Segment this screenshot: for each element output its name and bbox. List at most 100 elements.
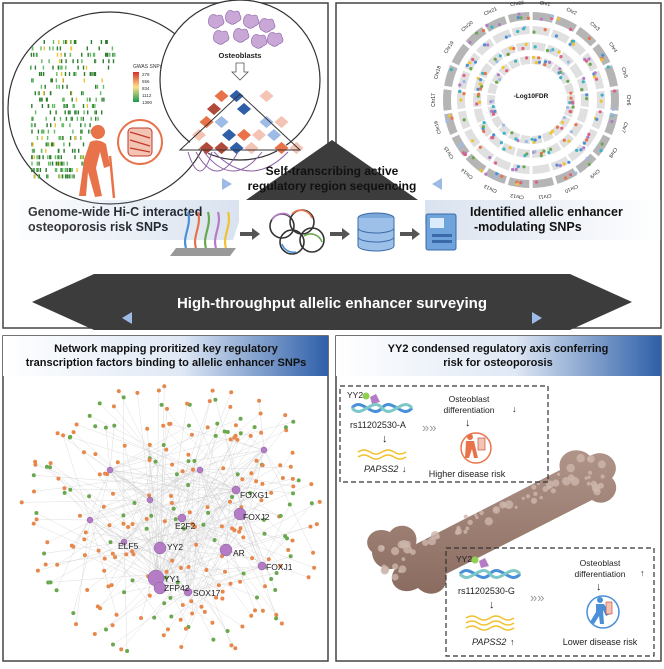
circos-point	[610, 113, 613, 116]
network-node	[201, 523, 205, 527]
snp-mark	[34, 155, 35, 159]
circos-point	[571, 101, 574, 104]
snp-mark	[88, 53, 89, 57]
snp-mark	[72, 174, 73, 178]
network-node	[148, 458, 152, 462]
network-node	[255, 459, 259, 463]
network-node	[239, 431, 243, 435]
snp-mark	[63, 104, 64, 108]
tf-hub-node	[232, 486, 240, 494]
snp-mark	[73, 104, 74, 108]
circos-point	[559, 164, 562, 167]
network-node	[162, 601, 166, 605]
snp-mark	[41, 98, 42, 102]
network-node	[68, 488, 72, 492]
circos-point	[563, 139, 566, 142]
network-node	[61, 433, 65, 437]
network-node	[309, 482, 313, 486]
circos-point	[583, 142, 586, 145]
network-node	[125, 649, 129, 653]
network-node	[68, 436, 72, 440]
circos-point	[613, 89, 616, 92]
snp-mark	[41, 149, 42, 153]
circos-point	[488, 156, 491, 159]
circos-point	[569, 110, 572, 113]
snp-mark	[106, 53, 107, 57]
network-node	[131, 578, 135, 582]
snp-mark	[31, 155, 32, 159]
network-node	[234, 423, 238, 427]
network-node	[223, 430, 227, 434]
network-node	[123, 444, 127, 448]
circos-point	[540, 18, 543, 21]
network-node	[278, 463, 282, 467]
network-node	[188, 510, 192, 514]
snp-mark	[80, 136, 81, 140]
snp-mark	[33, 78, 34, 82]
circos-point	[490, 136, 493, 139]
circos-point	[557, 17, 560, 20]
down-arrow-icon: ↓	[465, 417, 471, 429]
lower-risk-label: Lower disease risk	[563, 637, 638, 647]
network-node	[291, 491, 295, 495]
network-node	[186, 453, 190, 457]
network-node	[82, 450, 86, 454]
snp-mark	[84, 78, 85, 82]
snp-mark	[87, 104, 88, 108]
snp-mark	[102, 78, 103, 82]
snp-mark	[73, 72, 74, 76]
snp-mark	[93, 53, 94, 57]
network-node	[145, 527, 149, 531]
circos-point	[588, 37, 591, 40]
network-node	[168, 596, 172, 600]
bone-pore	[499, 502, 506, 509]
circos-point	[532, 30, 535, 33]
snp-mark	[37, 136, 38, 140]
circos-point	[510, 131, 513, 134]
network-node	[215, 422, 219, 426]
bone-pore	[455, 530, 460, 535]
circos-point	[479, 169, 482, 172]
network-node	[193, 459, 197, 463]
circos-point	[601, 142, 604, 145]
circos-point	[490, 110, 493, 113]
circos-point	[464, 153, 467, 156]
circos-point	[549, 132, 552, 135]
bone-pore	[587, 457, 591, 461]
top-left-label-band	[3, 200, 239, 240]
snp-mark	[59, 136, 60, 140]
circos-point	[548, 61, 551, 64]
network-node	[253, 608, 257, 612]
circos-point	[540, 154, 543, 157]
snp-mark	[58, 162, 59, 166]
circos-point	[512, 47, 515, 50]
snp-mark	[67, 162, 68, 166]
circos-point	[475, 31, 478, 34]
circos-point	[567, 140, 570, 143]
network-node	[111, 552, 115, 556]
circos-point	[483, 121, 486, 124]
network-node	[249, 614, 253, 618]
snp-mark	[60, 46, 61, 50]
circos-point	[478, 101, 481, 104]
circos-point	[525, 140, 528, 143]
network-node	[226, 629, 230, 633]
snp-mark	[72, 168, 73, 172]
network-node	[55, 588, 59, 592]
bone-pore	[479, 511, 484, 516]
circos-point	[469, 67, 472, 70]
upper-yy2-label: YY2	[347, 390, 363, 400]
snp-mark	[31, 123, 32, 127]
network-node	[78, 514, 82, 518]
snp-mark	[103, 98, 104, 102]
upper-gene-arrow: ↓	[402, 464, 407, 474]
network-node	[273, 588, 277, 592]
circos-point	[514, 137, 517, 140]
snp-mark	[65, 174, 66, 178]
network-node	[152, 616, 156, 620]
snp-mark	[108, 66, 109, 70]
circos-point	[468, 61, 471, 64]
circos-chromosome-label: Chr17	[431, 93, 437, 107]
snp-mark	[87, 46, 88, 50]
bone-pore	[468, 520, 473, 525]
